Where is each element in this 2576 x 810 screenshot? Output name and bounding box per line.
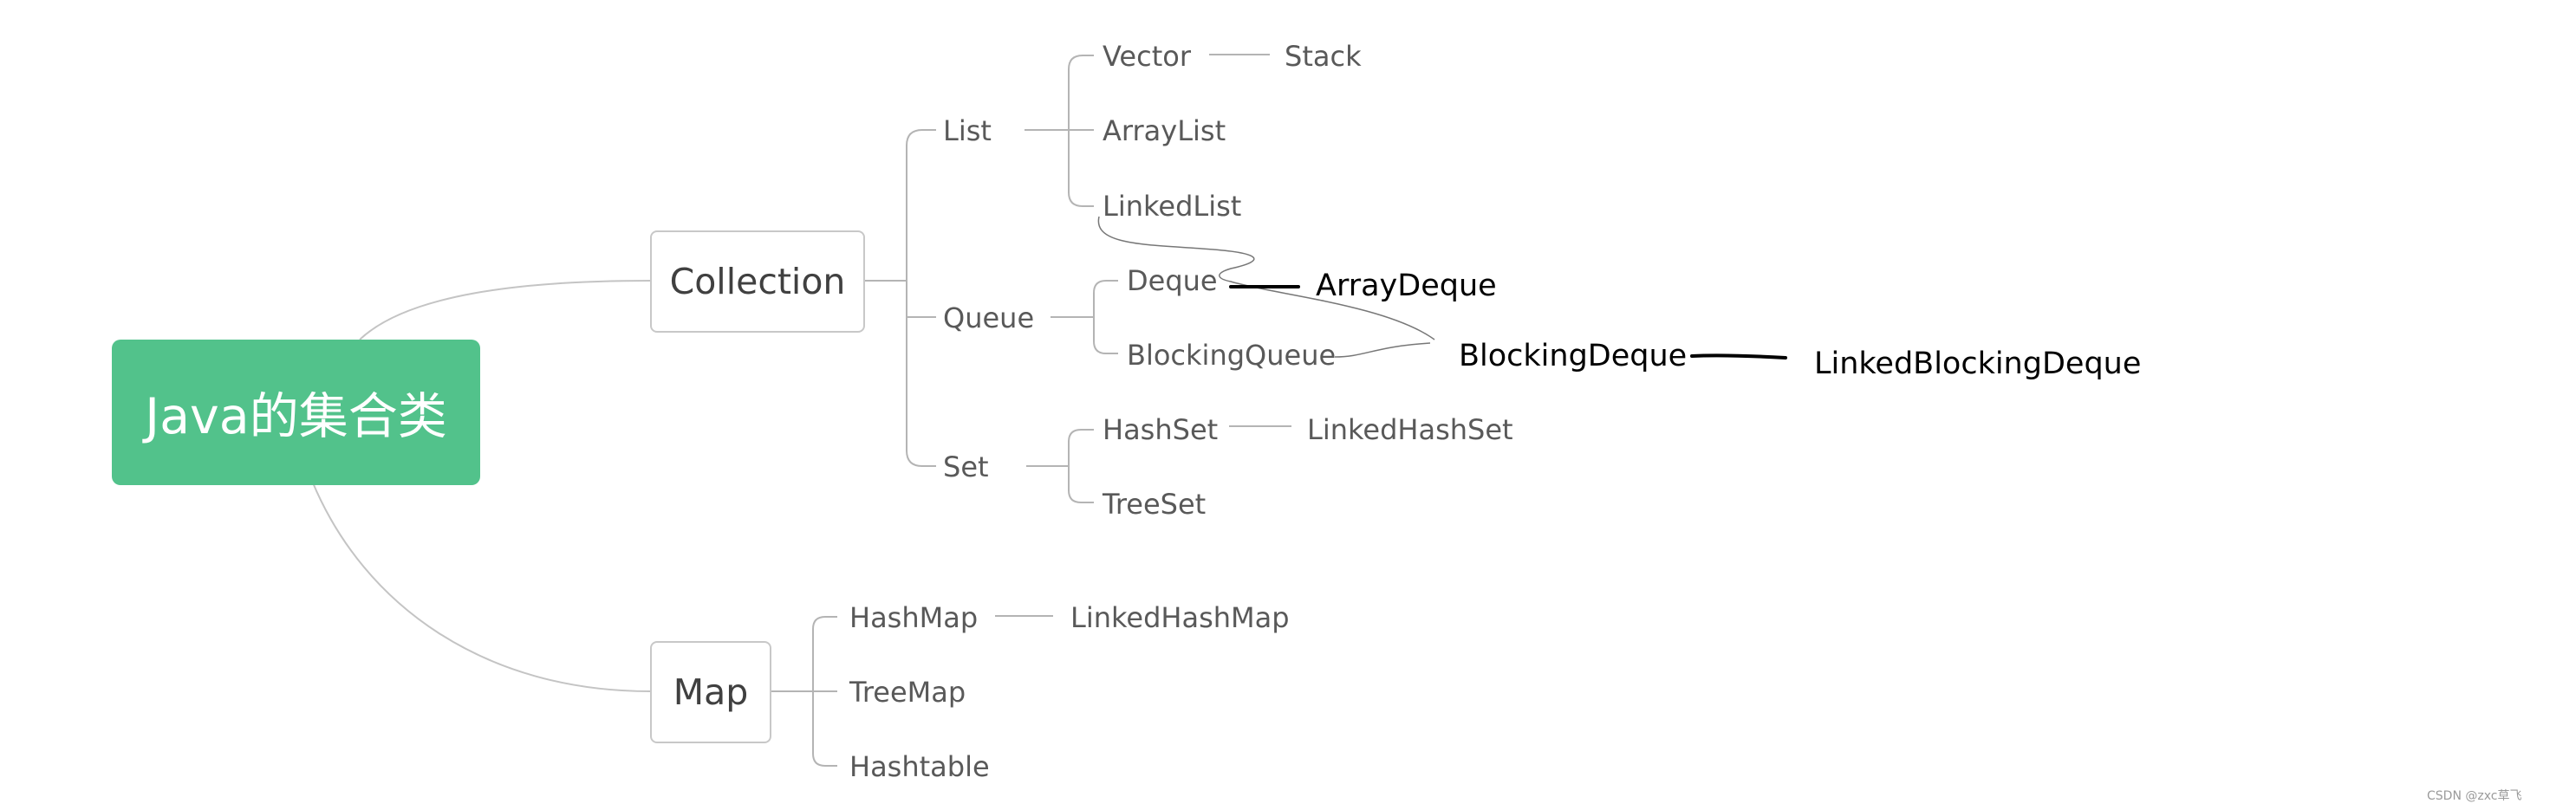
list-bracket <box>1025 55 1094 207</box>
linkedlist-label: LinkedList <box>1103 190 1242 223</box>
blockingqueue-label: BlockingQueue <box>1127 339 1337 372</box>
set-bracket <box>1026 429 1094 503</box>
hashtable-label: Hashtable <box>849 750 990 783</box>
collection-label: Collection <box>669 261 846 302</box>
deque-label: Deque <box>1127 264 1218 297</box>
hashmap-label: HashMap <box>849 601 979 634</box>
linkedhashmap-label: LinkedHashMap <box>1070 601 1290 634</box>
list-label: List <box>943 114 992 147</box>
map-node: Map <box>650 641 771 743</box>
vector-label: Vector <box>1103 40 1191 73</box>
handdrawn-linkedlist-to-deque <box>1097 216 1435 340</box>
linkedhashset-label: LinkedHashSet <box>1307 413 1513 446</box>
collection-bracket <box>865 129 936 467</box>
root-to-collection-connector <box>359 280 651 340</box>
watermark: CSDN @zxc草飞 <box>2427 789 2522 803</box>
arraylist-label: ArrayList <box>1103 114 1226 147</box>
linkedblockingdeque-label: LinkedBlockingDeque <box>1814 347 2142 381</box>
root-node: Java的集合类 <box>112 340 480 485</box>
collection-node: Collection <box>650 230 865 333</box>
root-to-map-connector <box>311 480 651 692</box>
set-label: Set <box>943 450 989 483</box>
handdrawn-blockingdeque-to-linkedblockingdeque <box>1690 353 1787 360</box>
map-label: Map <box>673 671 749 713</box>
stack-label: Stack <box>1285 40 1362 73</box>
hashset-label: HashSet <box>1103 413 1219 446</box>
blockingdeque-label: BlockingDeque <box>1459 339 1688 373</box>
treeset-label: TreeSet <box>1103 488 1207 521</box>
queue-label: Queue <box>943 301 1035 334</box>
map-bracket <box>771 616 837 767</box>
treemap-label: TreeMap <box>849 676 966 709</box>
handdrawn-blockingqueue-to-blockingdeque <box>1334 342 1431 358</box>
root-label: Java的集合类 <box>145 388 447 445</box>
arraydeque-label: ArrayDeque <box>1316 269 1497 303</box>
queue-bracket <box>1051 280 1118 354</box>
